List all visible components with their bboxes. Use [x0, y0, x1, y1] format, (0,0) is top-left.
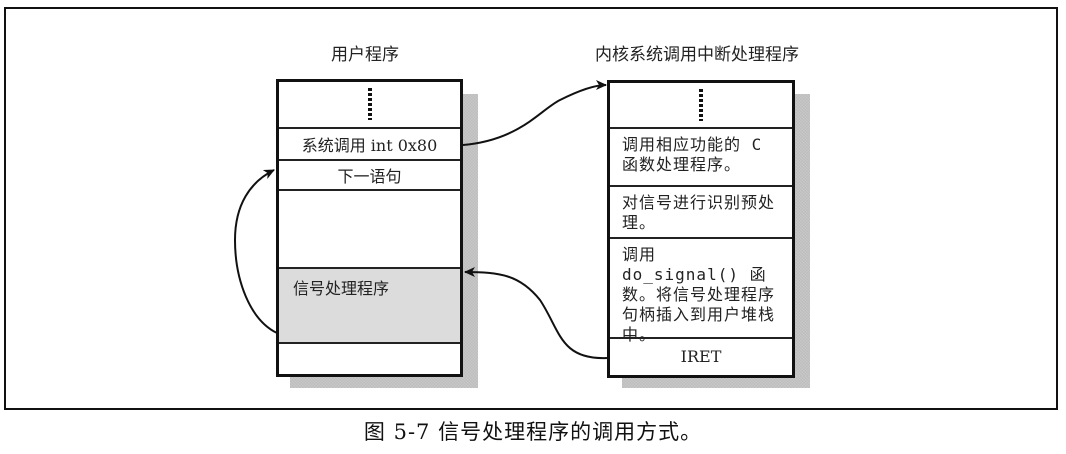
arrow-signal-handler-to-next-statement — [233, 169, 278, 334]
user-cell-signal-handler: 信号处理程序 — [279, 269, 460, 344]
user-cell-next-statement: 下一语句 — [279, 161, 460, 191]
user-cell-syscall: 系统调用 int 0x80 — [279, 129, 460, 161]
user-cell-blank — [279, 191, 460, 269]
kernel-handler-title: 内核系统调用中断处理程序 — [595, 45, 799, 65]
kernel-cell-ellipsis — [610, 83, 792, 129]
user-program-title: 用户程序 — [331, 45, 399, 65]
kernel-handler-stack: 调用相应功能的 C 函数处理程序。 对信号进行识别预处理。 调用 do_sign… — [607, 80, 795, 378]
kernel-cell-do-signal: 调用 do_signal() 函数。将信号处理程序句柄插入到用户堆栈中。 — [610, 239, 792, 344]
user-stack-shadow-right — [462, 94, 478, 388]
diagram-frame — [4, 7, 1058, 410]
user-cell-ellipsis — [279, 82, 460, 129]
arrow-syscall-to-kernel — [462, 80, 607, 146]
user-stack-shadow-bottom — [290, 376, 478, 388]
kernel-stack-shadow-right — [794, 94, 810, 388]
user-program-stack: 系统调用 int 0x80 下一语句 信号处理程序 — [276, 79, 463, 377]
ellipsis-icon — [367, 88, 372, 120]
arrow-iret-to-signal-handler — [464, 267, 608, 360]
ellipsis-icon — [699, 89, 703, 121]
kernel-cell-iret: IRET — [680, 346, 722, 366]
figure-caption: 图 5-7 信号处理程序的调用方式。 — [363, 420, 703, 444]
kernel-stack-shadow-bottom — [622, 376, 810, 388]
kernel-cell-call-c-function: 调用相应功能的 C 函数处理程序。 — [610, 129, 792, 187]
signal-handler-label: 信号处理程序 — [293, 279, 390, 298]
kernel-cell-signal-preprocess: 对信号进行识别预处理。 — [610, 187, 792, 239]
